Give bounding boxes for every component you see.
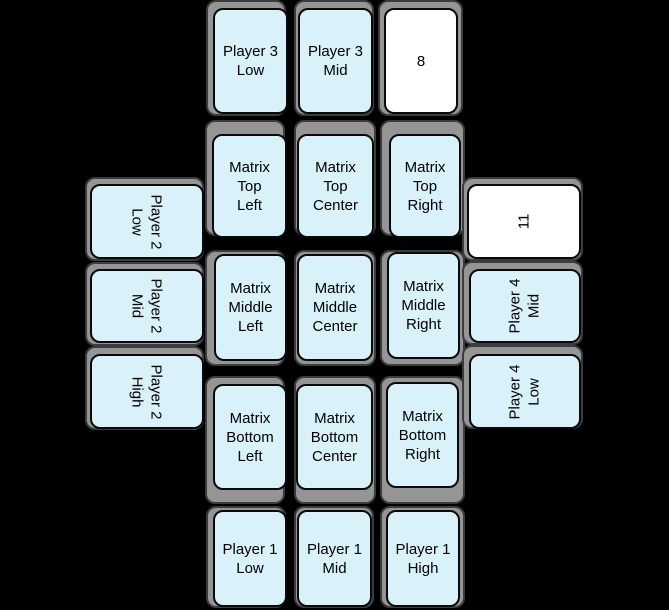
card-player-2-high-label: Player 2 High	[129, 363, 165, 420]
slot-player-1-low: Player 1 Low	[206, 506, 287, 608]
slot-matrix-bottom-center: Matrix Bottom Center	[294, 376, 376, 504]
card-player-4-low[interactable]: Player 4 Low	[469, 354, 581, 429]
card-player-1-mid[interactable]: Player 1 Mid	[297, 510, 372, 607]
slot-player-4-low: Player 4 Low	[462, 345, 583, 429]
card-matrix-top-right-label: Matrix Top Right	[404, 158, 446, 214]
card-player-4-low-label: Player 4 Low	[507, 363, 543, 420]
slot-number-8: 8	[378, 0, 463, 116]
slot-matrix-bottom-left: Matrix Bottom Left	[205, 376, 287, 504]
card-matrix-bottom-left[interactable]: Matrix Bottom Left	[213, 384, 287, 490]
card-number-11[interactable]: 11	[467, 184, 581, 259]
card-matrix-middle-left-label: Matrix Middle Left	[228, 280, 273, 335]
card-player-1-high[interactable]: Player 1 High	[386, 510, 460, 607]
card-number-8-label: 8	[416, 52, 426, 70]
card-matrix-bottom-center[interactable]: Matrix Bottom Center	[296, 384, 373, 490]
slot-player-2-low: Player 2 Low	[85, 177, 204, 261]
card-number-11-label: 11	[515, 213, 533, 230]
card-player-2-mid[interactable]: Player 2 Mid	[90, 269, 204, 343]
card-player-1-low[interactable]: Player 1 Low	[213, 510, 287, 607]
card-matrix-top-left[interactable]: Matrix Top Left	[212, 134, 287, 238]
card-player-1-mid-label: Player 1 Mid	[306, 540, 363, 577]
card-matrix-middle-left[interactable]: Matrix Middle Left	[214, 254, 287, 361]
card-player-2-low[interactable]: Player 2 Low	[90, 184, 204, 259]
slot-matrix-middle-left: Matrix Middle Left	[205, 250, 287, 366]
card-player-2-high[interactable]: Player 2 High	[90, 354, 204, 429]
slot-player-1-mid: Player 1 Mid	[294, 506, 374, 608]
slot-player-2-high: Player 2 High	[85, 346, 204, 430]
card-player-4-mid[interactable]: Player 4 Mid	[469, 269, 581, 343]
card-matrix-middle-center[interactable]: Matrix Middle Center	[297, 254, 373, 361]
card-matrix-top-right[interactable]: Matrix Top Right	[389, 134, 461, 238]
card-player-1-high-label: Player 1 High	[395, 540, 451, 577]
slot-number-11: 11	[462, 177, 583, 261]
slot-player-3-mid: Player 3 Mid	[294, 0, 374, 116]
slot-player-2-mid: Player 2 Mid	[85, 262, 204, 346]
card-player-3-low-label: Player 3 Low	[222, 43, 279, 79]
slot-matrix-top-right: Matrix Top Right	[380, 120, 465, 238]
slot-matrix-top-left: Matrix Top Left	[205, 120, 287, 238]
slot-matrix-top-center: Matrix Top Center	[294, 120, 376, 238]
card-matrix-bottom-left-label: Matrix Bottom Left	[226, 409, 274, 465]
card-player-3-low[interactable]: Player 3 Low	[213, 8, 288, 114]
slot-matrix-middle-right: Matrix Middle Right	[380, 250, 465, 366]
card-matrix-top-center-label: Matrix Top Center	[312, 158, 359, 214]
card-matrix-middle-center-label: Matrix Middle Center	[312, 280, 358, 335]
slot-player-3-low: Player 3 Low	[206, 0, 288, 116]
card-matrix-top-left-label: Matrix Top Left	[229, 158, 270, 214]
slot-matrix-bottom-right: Matrix Bottom Right	[380, 376, 465, 504]
card-player-3-mid[interactable]: Player 3 Mid	[298, 8, 373, 114]
card-player-2-mid-label: Player 2 Mid	[129, 278, 165, 334]
card-matrix-top-center[interactable]: Matrix Top Center	[297, 134, 374, 238]
card-number-8[interactable]: 8	[384, 8, 458, 114]
card-matrix-bottom-right-label: Matrix Bottom Right	[398, 407, 447, 463]
slot-player-4-mid: Player 4 Mid	[462, 261, 583, 345]
card-matrix-middle-right[interactable]: Matrix Middle Right	[387, 252, 460, 359]
slot-player-1-high: Player 1 High	[380, 506, 465, 608]
card-player-2-low-label: Player 2 Low	[129, 193, 165, 250]
card-matrix-bottom-right[interactable]: Matrix Bottom Right	[386, 382, 459, 488]
card-player-3-mid-label: Player 3 Mid	[307, 43, 364, 79]
card-matrix-bottom-center-label: Matrix Bottom Center	[310, 409, 359, 465]
card-matrix-middle-right-label: Matrix Middle Right	[401, 278, 446, 333]
card-player-1-low-label: Player 1 Low	[222, 540, 278, 577]
card-player-4-mid-label: Player 4 Mid	[507, 278, 543, 334]
slot-matrix-middle-center: Matrix Middle Center	[294, 250, 376, 366]
